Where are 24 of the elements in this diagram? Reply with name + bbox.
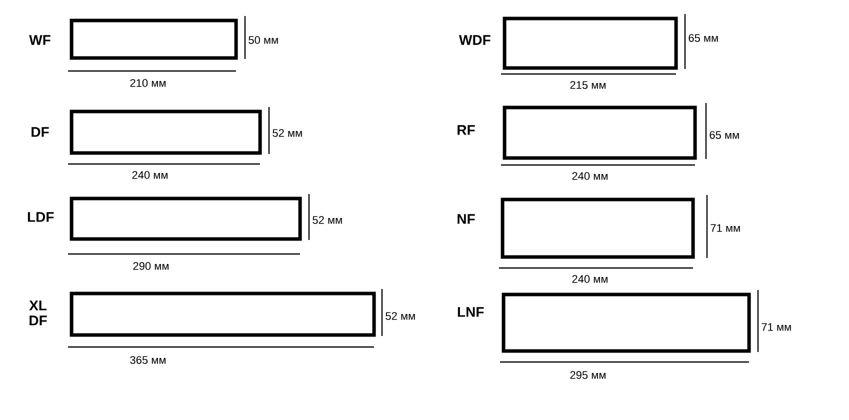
format-label: LNF	[458, 307, 484, 317]
dimension-text: 295 мм	[570, 371, 606, 379]
format-label: WDF	[459, 35, 490, 45]
format-label: WF	[29, 35, 50, 45]
dimension-text: 365 мм	[130, 356, 166, 364]
dimension-text: 240 мм	[132, 171, 168, 179]
format-label: NF	[458, 214, 475, 224]
format-label: XL DF	[29, 300, 47, 326]
dimension-text: 215 мм	[570, 81, 606, 89]
dimension-text: 240 мм	[572, 275, 608, 283]
format-label: LDF	[28, 212, 54, 222]
dimension-text: 71 мм	[762, 323, 791, 331]
dimension-text: 210 мм	[130, 79, 166, 87]
dimension-text: 65 мм	[710, 131, 739, 139]
dimension-text: 52 мм	[272, 129, 302, 137]
dimension-text: 65 мм	[688, 34, 718, 42]
dimension-text: 290 мм	[133, 262, 169, 270]
dimension-text: 52 мм	[312, 216, 342, 224]
dimension-text: 240 мм	[572, 172, 608, 180]
format-label: RF	[458, 125, 475, 135]
dimension-text: 50 мм	[248, 36, 278, 44]
dimension-text: 52 мм	[386, 312, 415, 320]
dimension-text: 71 мм	[710, 224, 740, 232]
format-label: DF	[32, 127, 49, 137]
